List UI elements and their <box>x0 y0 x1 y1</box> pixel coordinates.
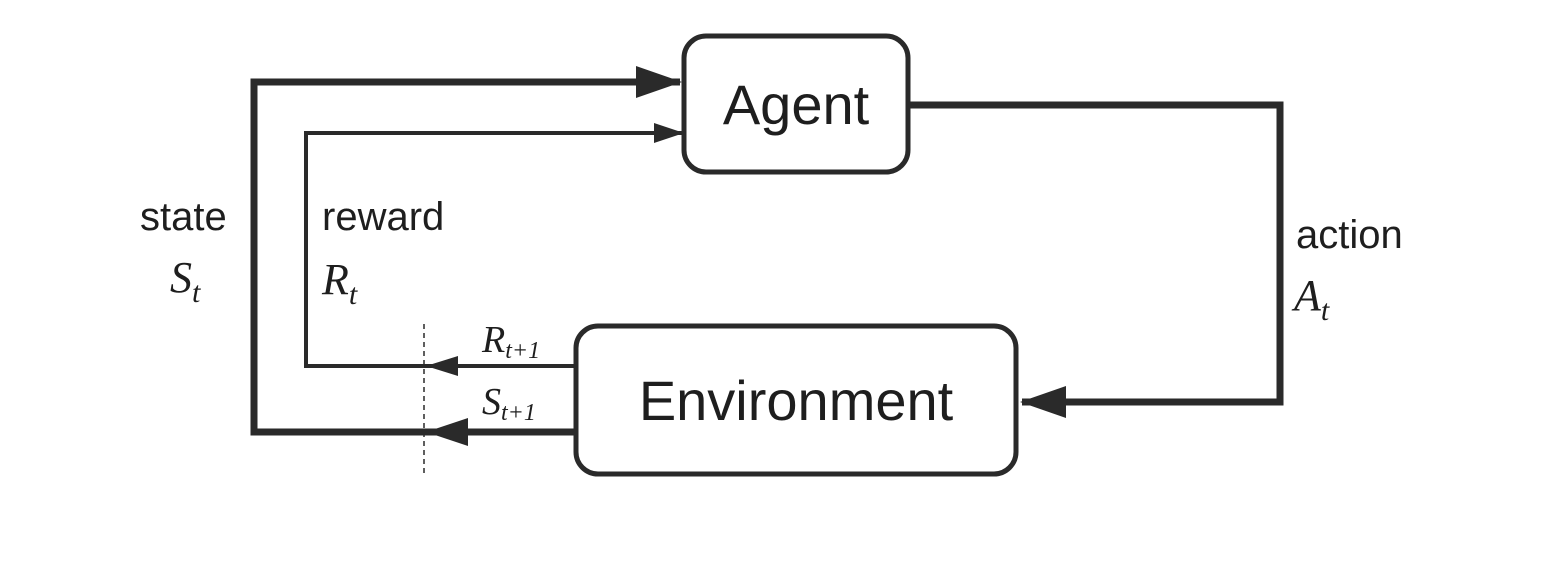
next-reward-label: Rt+1 <box>481 319 540 364</box>
agent-label: Agent <box>723 73 870 136</box>
next-reward-arrowhead <box>426 356 458 376</box>
reward-word-label: reward <box>322 195 444 239</box>
state-word-label: state <box>140 195 227 239</box>
state-arrow <box>250 66 682 436</box>
environment-label: Environment <box>639 369 954 432</box>
action-arrow <box>908 101 1284 418</box>
action-symbol-label: At <box>1291 271 1330 327</box>
state-symbol-label: St <box>170 253 201 309</box>
reward-symbol-label: Rt <box>321 255 358 311</box>
next-state-arrowhead <box>426 418 468 446</box>
action-word-label: action <box>1296 213 1403 257</box>
environment-box <box>573 323 1019 477</box>
next-state-label: St+1 <box>482 381 536 426</box>
